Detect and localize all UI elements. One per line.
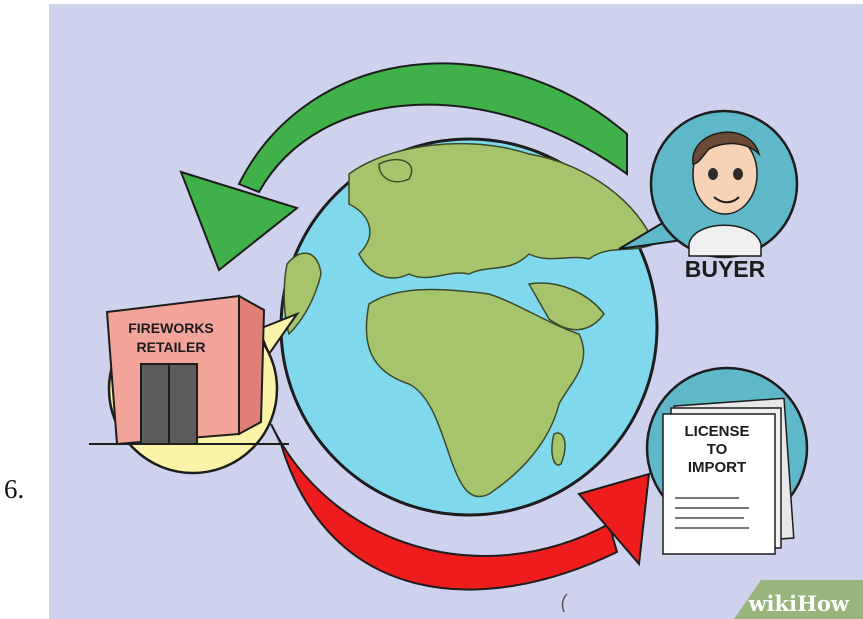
globe-icon — [279, 137, 659, 517]
license-line1: LICENSE — [684, 423, 749, 440]
license-line3: IMPORT — [688, 459, 746, 476]
store-building-icon — [89, 294, 289, 446]
person-avatar-icon — [688, 131, 762, 257]
retailer-sign-line2: RETAILER — [137, 339, 206, 355]
green-arrow-icon — [179, 62, 628, 272]
stroke-mark — [561, 593, 568, 613]
watermark-text: wikiHow — [747, 591, 849, 616]
buyer-label: BUYER — [685, 256, 766, 282]
retailer-bubble: FIREWORKS RETAILER — [89, 294, 300, 475]
red-arrow-icon — [270, 423, 651, 591]
illustration: BUYER FIREWORKS RETAILER LICENSE TO IMPO… — [49, 4, 863, 619]
wikihow-watermark: wikiHow — [734, 580, 863, 619]
license-bubble: LICENSE TO IMPORT — [645, 366, 809, 555]
step-number: 6. — [4, 474, 25, 504]
document-icon — [662, 397, 795, 555]
buyer-bubble: BUYER — [618, 109, 799, 282]
license-line2: TO — [707, 441, 728, 458]
retailer-sign-line1: FIREWORKS — [128, 320, 214, 336]
